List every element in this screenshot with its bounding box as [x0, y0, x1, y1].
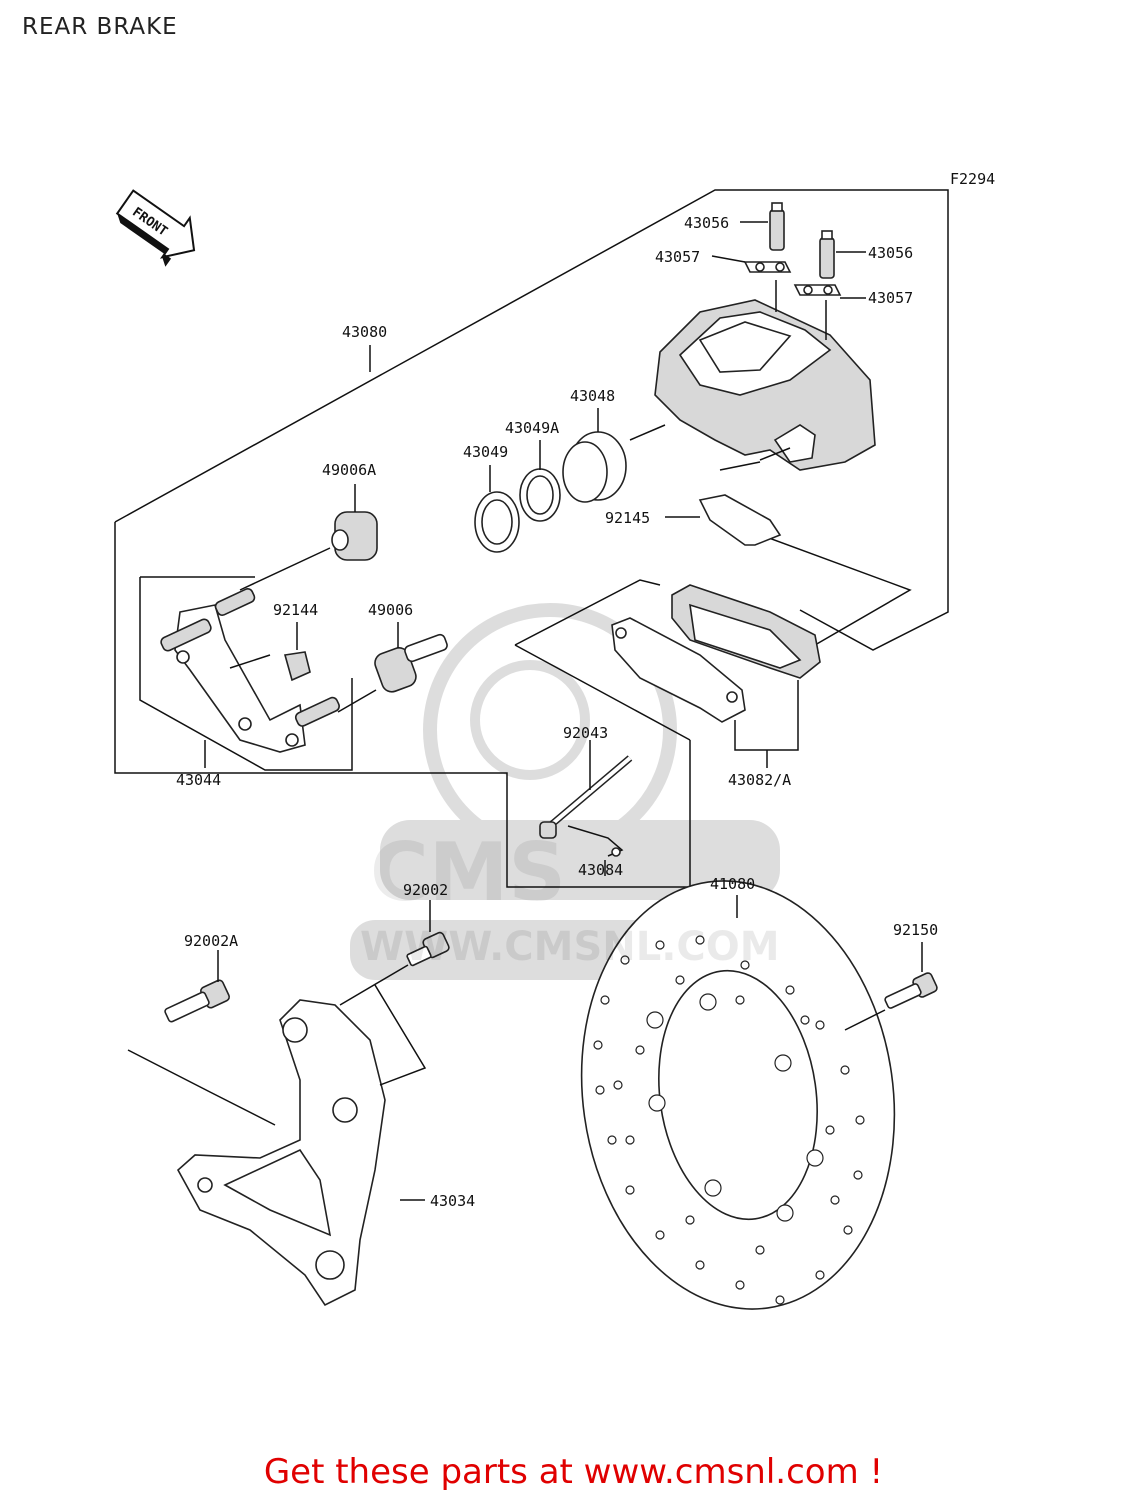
part-label: 43048: [570, 387, 615, 405]
page-title: REAR BRAKE: [22, 14, 178, 40]
part-label: 92144: [273, 601, 318, 619]
slide-pin-boot: [374, 633, 448, 693]
assembly-43080-lower-outline: [114, 522, 691, 888]
washer-left: [743, 261, 792, 273]
piston-seal: [474, 491, 520, 553]
bleeder-valve-right: [819, 230, 835, 279]
brake-pad-outer: [671, 584, 821, 679]
part-label: 92002: [403, 881, 448, 899]
part-label: 43049: [463, 443, 508, 461]
front-arrow-icon: FRONT: [115, 189, 196, 267]
brake-pad-inner: [611, 617, 746, 723]
watermark-url: WWW.CMSNL.COM: [360, 924, 780, 970]
part-label: 43080: [342, 323, 387, 341]
caliper-body: [629, 299, 876, 471]
part-label: 92002A: [184, 932, 238, 950]
promo-link[interactable]: Get these parts at www.cmsnl.com !: [263, 1452, 884, 1492]
part-label: 49006: [368, 601, 413, 619]
part-label: 43057: [655, 248, 700, 266]
pad-pin-clip: [567, 825, 624, 857]
pad-pin: [539, 755, 633, 839]
part-label: 41080: [710, 875, 755, 893]
brake-disc: [580, 880, 896, 1310]
part-label: 43056: [868, 244, 913, 262]
caliper-mount-bracket: [176, 999, 386, 1307]
bolt-92002a: [164, 979, 231, 1023]
figure-code: F2294: [950, 170, 995, 188]
part-label: 43057: [868, 289, 913, 307]
pad-spring: [698, 494, 782, 546]
part-label: 92145: [605, 509, 650, 527]
piston: [562, 431, 627, 503]
bracket-clip: [283, 651, 311, 682]
washer-right: [793, 284, 842, 296]
part-label: 43044: [176, 771, 221, 789]
part-label: 43034: [430, 1192, 475, 1210]
part-label: 92150: [893, 921, 938, 939]
disc-bolt: [884, 972, 938, 1009]
caliper-bracket: [160, 588, 340, 753]
pin-boot-upper: [331, 511, 378, 561]
part-label: 92043: [563, 724, 608, 742]
part-label: 43049A: [505, 419, 559, 437]
watermark-brand: CMS: [370, 826, 566, 919]
part-label: 43082/A: [728, 771, 791, 789]
part-label: 43056: [684, 214, 729, 232]
assembly-43080-outline: [114, 189, 949, 651]
dust-seal: [519, 468, 561, 522]
part-label: 43084: [578, 861, 623, 879]
bolt-92002: [406, 931, 450, 967]
bleeder-valve-left: [769, 202, 785, 251]
part-label: 49006A: [322, 461, 376, 479]
